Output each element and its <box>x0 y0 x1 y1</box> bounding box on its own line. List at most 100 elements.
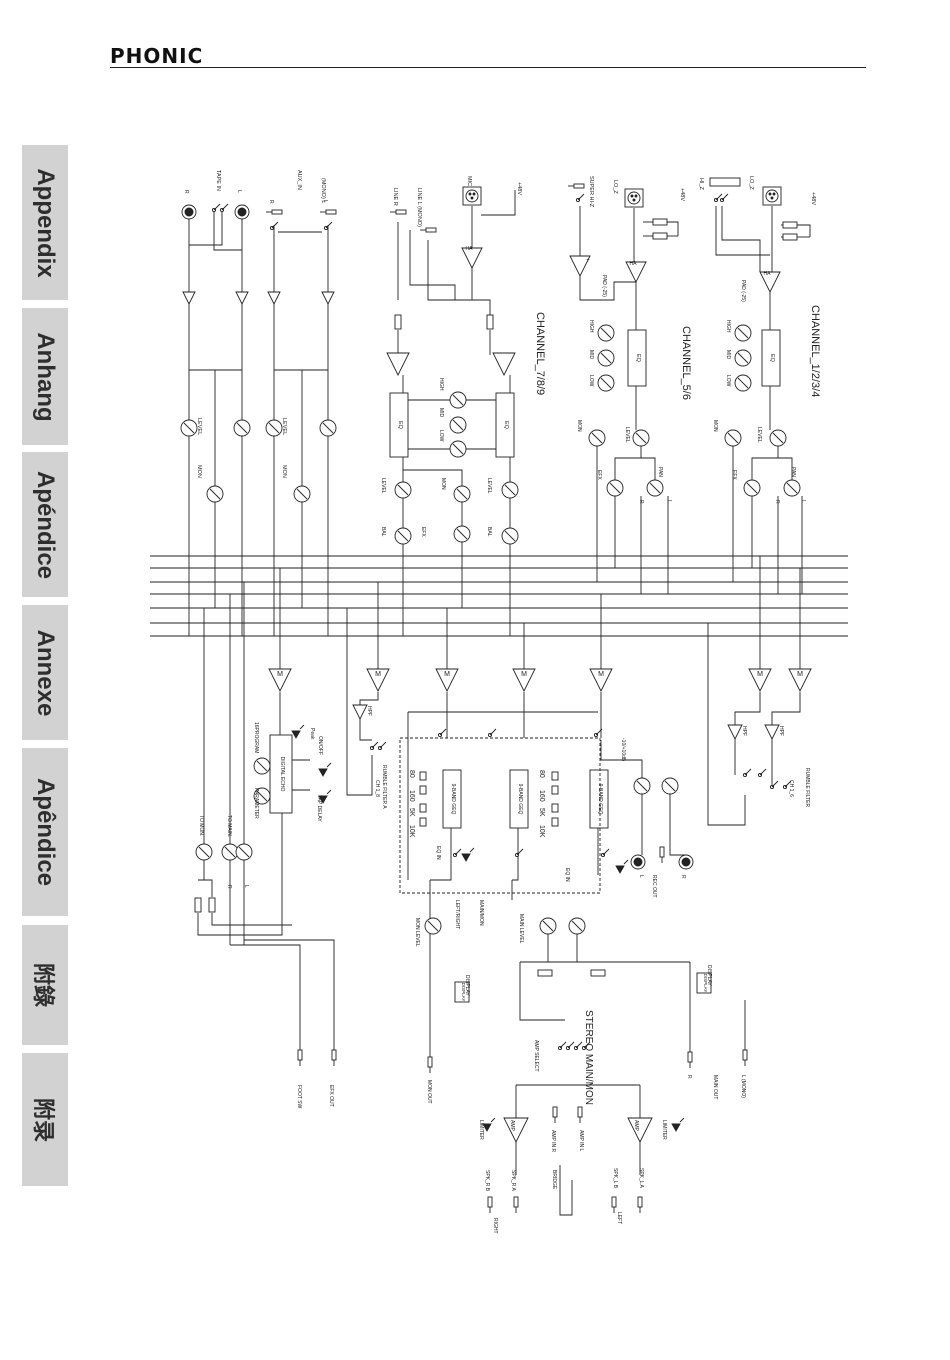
diagram-label: L <box>666 500 672 503</box>
knob-control <box>734 374 752 392</box>
knob-control <box>501 527 519 545</box>
diagram-label: R <box>183 190 189 194</box>
diagram-label: HPF <box>778 726 784 736</box>
xlr-pin <box>630 194 634 198</box>
geq-freq-label: 10K <box>408 825 415 838</box>
knob-pointer <box>504 530 516 542</box>
plug-icon <box>390 209 407 215</box>
led-indicator <box>318 762 332 777</box>
diagram-label: LOW <box>725 375 731 387</box>
tab-anhang[interactable]: Anhang <box>22 308 68 445</box>
tab-apendice-es[interactable]: Apéndice <box>22 452 68 597</box>
summing-amp <box>788 668 812 693</box>
resistor <box>652 218 668 226</box>
knob-control <box>453 485 471 503</box>
diagram-label: M <box>521 671 527 678</box>
plug-body <box>552 1106 558 1118</box>
xlr-pin <box>472 192 476 196</box>
diagram-label: TO MON. <box>198 815 204 836</box>
xlr-pin <box>634 194 638 198</box>
diagram-label: MON <box>712 420 718 432</box>
switch-contact <box>437 728 447 738</box>
switch-arm <box>379 741 387 749</box>
diagram-label: LOW <box>438 430 444 442</box>
plug-body <box>577 1106 583 1118</box>
wire <box>519 962 565 1021</box>
diagram-label: PAN <box>657 467 663 477</box>
diagram-label: SPK_L B <box>612 1168 618 1189</box>
diagram-label: HI_Z <box>698 178 704 191</box>
diagram-label: L (MONO) <box>740 1075 746 1098</box>
knob-control <box>724 429 742 447</box>
tab-annexe[interactable]: Annexe <box>22 605 68 740</box>
diagram-label: AMP IN R <box>550 1130 556 1153</box>
diagram-label: EQ <box>397 421 403 430</box>
diagram-label: M <box>444 671 450 678</box>
diagram-label: M <box>757 671 763 678</box>
summing-amp <box>512 668 536 693</box>
diagram-label: RUMBLE FILTER <box>804 768 810 807</box>
knob-control <box>743 479 761 497</box>
eq-box <box>389 392 409 458</box>
knob-pointer <box>224 846 236 858</box>
knob-pointer <box>609 482 621 494</box>
xlr-pin <box>468 192 472 196</box>
tab-apendice-pt[interactable]: Apêndice <box>22 748 68 916</box>
knob-control <box>588 429 606 447</box>
diagram-label: CH 1_8 <box>374 780 380 797</box>
wire <box>409 230 456 300</box>
knob-pointer <box>183 422 195 434</box>
switch-arm <box>583 1041 591 1049</box>
diagram-label: AMP <box>509 1120 515 1132</box>
xlr-shell <box>627 191 641 205</box>
diagram-label: AUX_IN <box>296 170 302 190</box>
jack-socket <box>234 204 250 220</box>
amp-triangle <box>321 291 335 306</box>
geq-freq-label: 80 <box>538 770 545 778</box>
plug-body <box>425 227 437 233</box>
diagram-label: LIMITER <box>478 1120 484 1140</box>
switch-contact <box>713 193 723 203</box>
geq-box <box>509 769 529 829</box>
switch-arm <box>575 1041 583 1049</box>
diagram-label: RUMBLE FILTER A <box>381 765 387 809</box>
led-diode <box>482 1123 492 1132</box>
diagram-label: DISPLAY <box>461 983 466 1002</box>
diagram-label: HPF <box>366 706 372 716</box>
diagram-label: MON <box>440 478 446 490</box>
eq-box <box>761 329 781 387</box>
led-ray <box>326 762 332 768</box>
switch-arm <box>221 203 229 211</box>
diagram-label: AMP IN L <box>578 1130 584 1152</box>
diagram-label: LEVEL <box>196 418 202 435</box>
diagram-label: SPK_R A <box>510 1170 516 1192</box>
plug-icon <box>266 209 283 215</box>
knob-control <box>661 777 679 795</box>
diagram-label: L <box>322 200 328 203</box>
summing-amp <box>748 668 772 693</box>
knob-pointer <box>238 846 250 858</box>
knob-control <box>195 843 213 861</box>
geq-box <box>589 769 609 829</box>
tab-chinese-trad[interactable]: 附錄 <box>22 925 68 1045</box>
led-diode <box>291 730 301 739</box>
knob-control <box>597 349 615 367</box>
diagram-label: EQ <box>635 354 641 363</box>
switch-contact <box>557 1041 567 1051</box>
knob-control <box>734 324 752 342</box>
wire <box>771 692 801 725</box>
hpf-filter <box>352 704 368 721</box>
plug-icon <box>420 227 437 233</box>
diagram-label: HA <box>630 261 638 267</box>
tab-appendix[interactable]: Appendix <box>22 145 68 300</box>
diagram-label: TO MAIN. <box>226 815 232 837</box>
wire <box>197 813 283 936</box>
plug-icon <box>487 1196 493 1213</box>
wire <box>721 206 761 272</box>
geq-slider <box>551 803 559 813</box>
power-amp <box>627 1117 653 1144</box>
diagram-label: TAP DELAY <box>316 795 322 822</box>
tab-chinese-simp[interactable]: 附录 <box>22 1053 68 1186</box>
switch-arm <box>744 768 752 776</box>
resistor <box>782 233 798 241</box>
